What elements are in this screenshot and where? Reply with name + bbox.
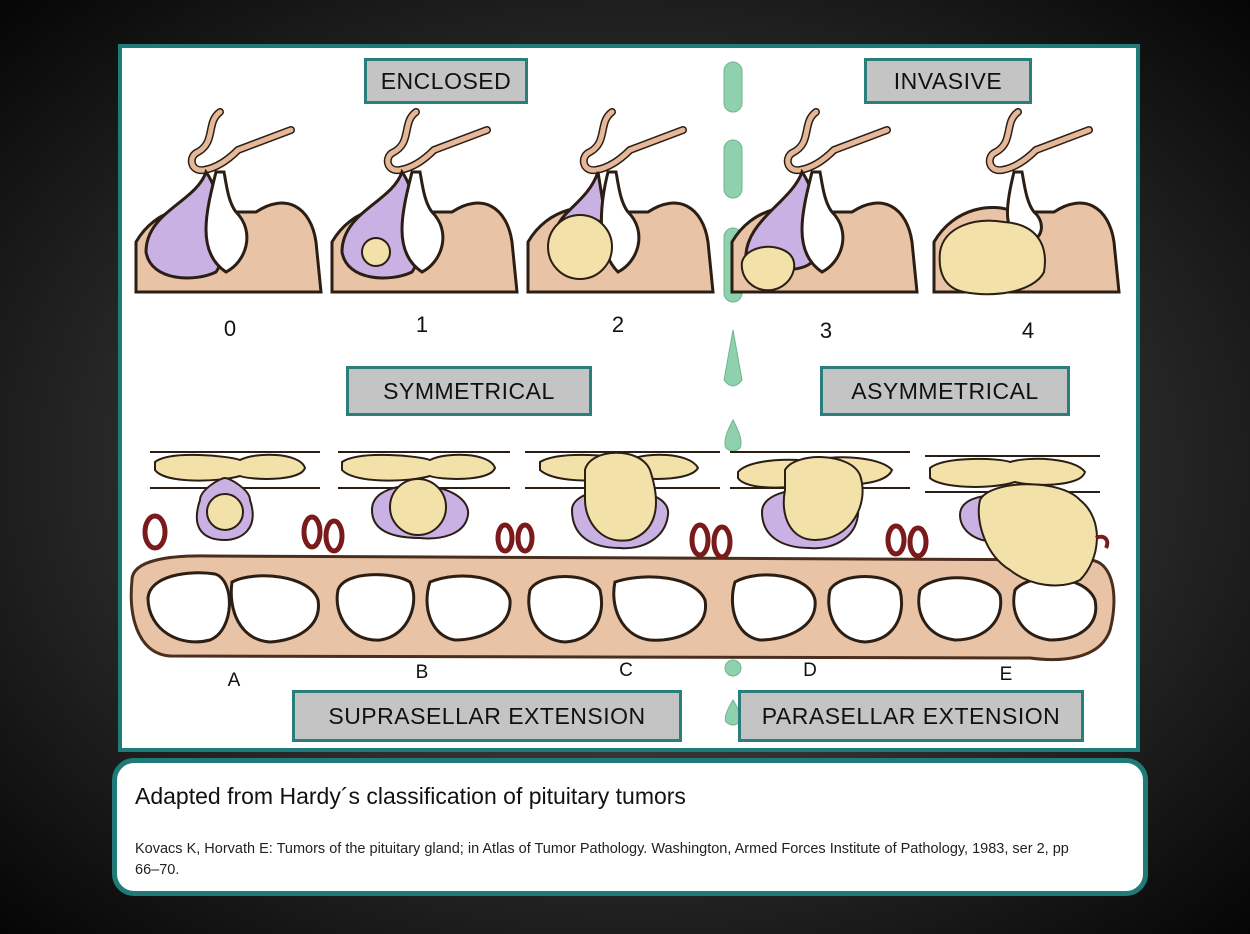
grade-label-1: 1 xyxy=(402,312,442,338)
invasive-label: INVASIVE xyxy=(864,58,1032,104)
asymmetrical-label: ASYMMETRICAL xyxy=(820,366,1070,416)
caption-title: Adapted from Hardy´s classification of p… xyxy=(135,783,686,810)
stage-label-e: E xyxy=(986,664,1026,686)
suprasellar-extension-label: SUPRASELLAR EXTENSION xyxy=(292,690,682,742)
grade-label-0: 0 xyxy=(210,316,250,342)
grade-4-drawing xyxy=(934,112,1119,294)
grade-3-drawing xyxy=(732,112,917,292)
grade-label-4: 4 xyxy=(1008,318,1048,344)
grade-label-3: 3 xyxy=(806,318,846,344)
parasellar-extension-label: PARASELLAR EXTENSION xyxy=(738,690,1084,742)
stage-b-drawing xyxy=(304,452,510,551)
caption-box: Adapted from Hardy´s classification of p… xyxy=(112,758,1148,896)
grade-0-drawing xyxy=(136,112,321,292)
symmetrical-label: SYMMETRICAL xyxy=(346,366,592,416)
stage-label-b: B xyxy=(402,662,442,684)
grade-label-2: 2 xyxy=(598,312,638,338)
stage-d-drawing xyxy=(692,452,910,557)
grade-1-drawing xyxy=(332,112,517,292)
stage-label-c: C xyxy=(606,660,646,682)
stage-label-d: D xyxy=(790,660,830,682)
stage-c-drawing xyxy=(498,452,720,551)
stage-a-drawing xyxy=(145,452,320,548)
enclosed-label: ENCLOSED xyxy=(364,58,528,104)
stage-label-a: A xyxy=(214,670,254,692)
grade-2-drawing xyxy=(528,112,713,292)
sphenoid-bone xyxy=(131,556,1114,660)
caption-reference: Kovacs K, Horvath E: Tumors of the pitui… xyxy=(135,839,1095,881)
